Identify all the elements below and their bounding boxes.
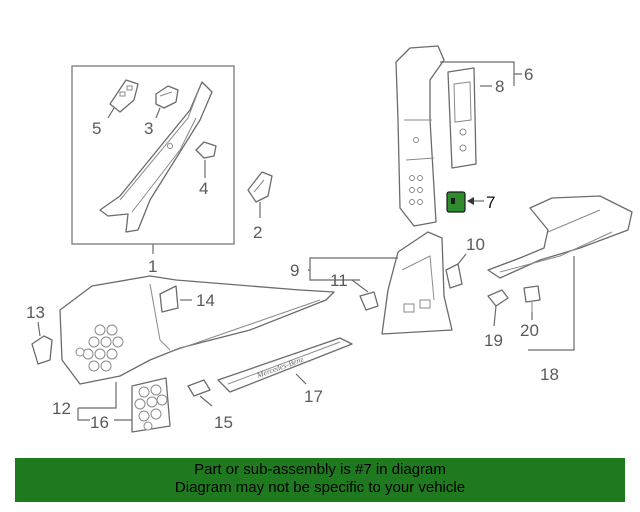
callout-8: 8 (495, 77, 504, 96)
part-14-bracket[interactable] (159, 285, 179, 313)
callout-16: 16 (90, 413, 109, 432)
callout-5: 5 (92, 119, 101, 138)
callout-4: 4 (199, 179, 208, 198)
part-9-b-pillar-lower-trim[interactable] (381, 231, 453, 335)
callout-17: 17 (304, 387, 323, 406)
callout-14: 14 (196, 291, 215, 310)
part-6-b-pillar-upper-trim[interactable] (395, 45, 445, 227)
callout-13: 13 (26, 303, 45, 322)
callout-18: 18 (540, 365, 559, 384)
part-19-clip[interactable] (487, 289, 509, 307)
part-17-sill-plate[interactable]: Mercedes-Benz (217, 337, 353, 393)
part-7-highlighted[interactable] (446, 191, 466, 213)
callout-7: 7 (486, 193, 495, 212)
callout-9: 9 (290, 261, 299, 280)
part-12-kick-panel-sill[interactable] (59, 275, 335, 385)
a-pillar-trim[interactable] (99, 81, 213, 233)
callout-11: 11 (330, 271, 348, 290)
part-8-b-pillar-strip[interactable] (447, 67, 477, 169)
part-20-clip[interactable] (523, 285, 541, 312)
part-15-clip[interactable] (187, 379, 211, 397)
banner-line-2: Diagram may not be specific to your vehi… (174, 479, 466, 496)
callout-1: 1 (148, 257, 157, 276)
info-banner: Part or sub-assembly is #7 in diagram Di… (15, 458, 625, 502)
part-18-rear-quarter-trim[interactable] (487, 195, 633, 279)
callout-15: 15 (214, 413, 233, 432)
banner-line-1: Part or sub-assembly is #7 in diagram (194, 461, 446, 478)
callout-19: 19 (484, 331, 503, 350)
part-5-clip[interactable] (109, 79, 139, 113)
part-11-clip[interactable] (359, 291, 379, 311)
callout-10: 10 (466, 235, 485, 254)
part-16-grille[interactable] (131, 377, 171, 433)
part-4-clip[interactable] (195, 141, 217, 159)
part-2-bracket[interactable] (247, 171, 273, 203)
callout-2: 2 (253, 223, 262, 242)
part-10-clip[interactable] (445, 263, 463, 289)
part-13-clip[interactable] (31, 335, 53, 365)
callout-6: 6 (524, 65, 533, 84)
part-3-clip[interactable] (155, 85, 179, 109)
callout-12: 12 (52, 399, 71, 418)
callout-3: 3 (144, 119, 153, 138)
callout-20: 20 (520, 321, 539, 340)
